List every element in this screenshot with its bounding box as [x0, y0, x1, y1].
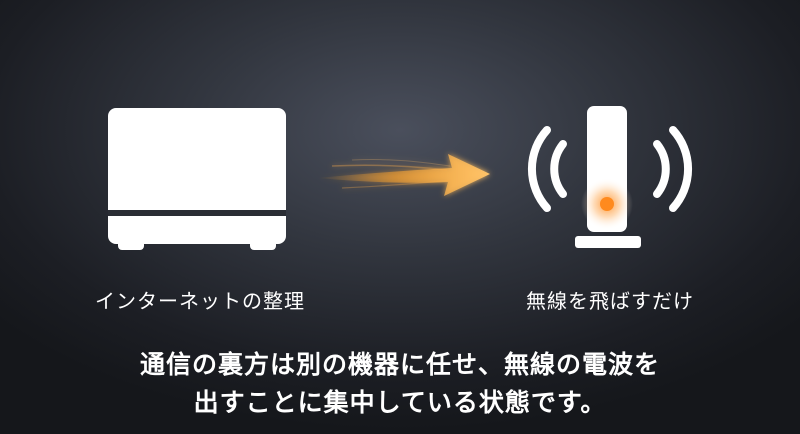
wave-right-inner	[653, 140, 670, 198]
glowing-arrow-icon	[317, 154, 490, 196]
modem-body	[108, 108, 286, 244]
modem-icon	[108, 108, 286, 254]
caption-line-2: 出すことに集中している状態です。	[193, 388, 607, 417]
router-label: 無線を飛ばすだけ	[526, 289, 694, 313]
wifi-router-icon	[527, 106, 693, 248]
wave-right-outer	[669, 126, 693, 212]
modem-label: インターネットの整理	[95, 289, 305, 313]
wave-left-inner	[550, 140, 567, 198]
wave-right-group	[653, 126, 693, 212]
caption: 通信の裏方は別の機器に任せ、無線の電波を 出すことに集中している状態です。	[0, 346, 800, 422]
wave-left-group	[527, 126, 567, 212]
arrow-body	[317, 154, 490, 196]
modem-stripe	[108, 210, 286, 216]
router-base	[575, 236, 641, 248]
wave-left-outer	[527, 126, 551, 212]
router-led	[600, 197, 614, 211]
caption-line-1: 通信の裏方は別の機器に任せ、無線の電波を	[139, 350, 660, 379]
